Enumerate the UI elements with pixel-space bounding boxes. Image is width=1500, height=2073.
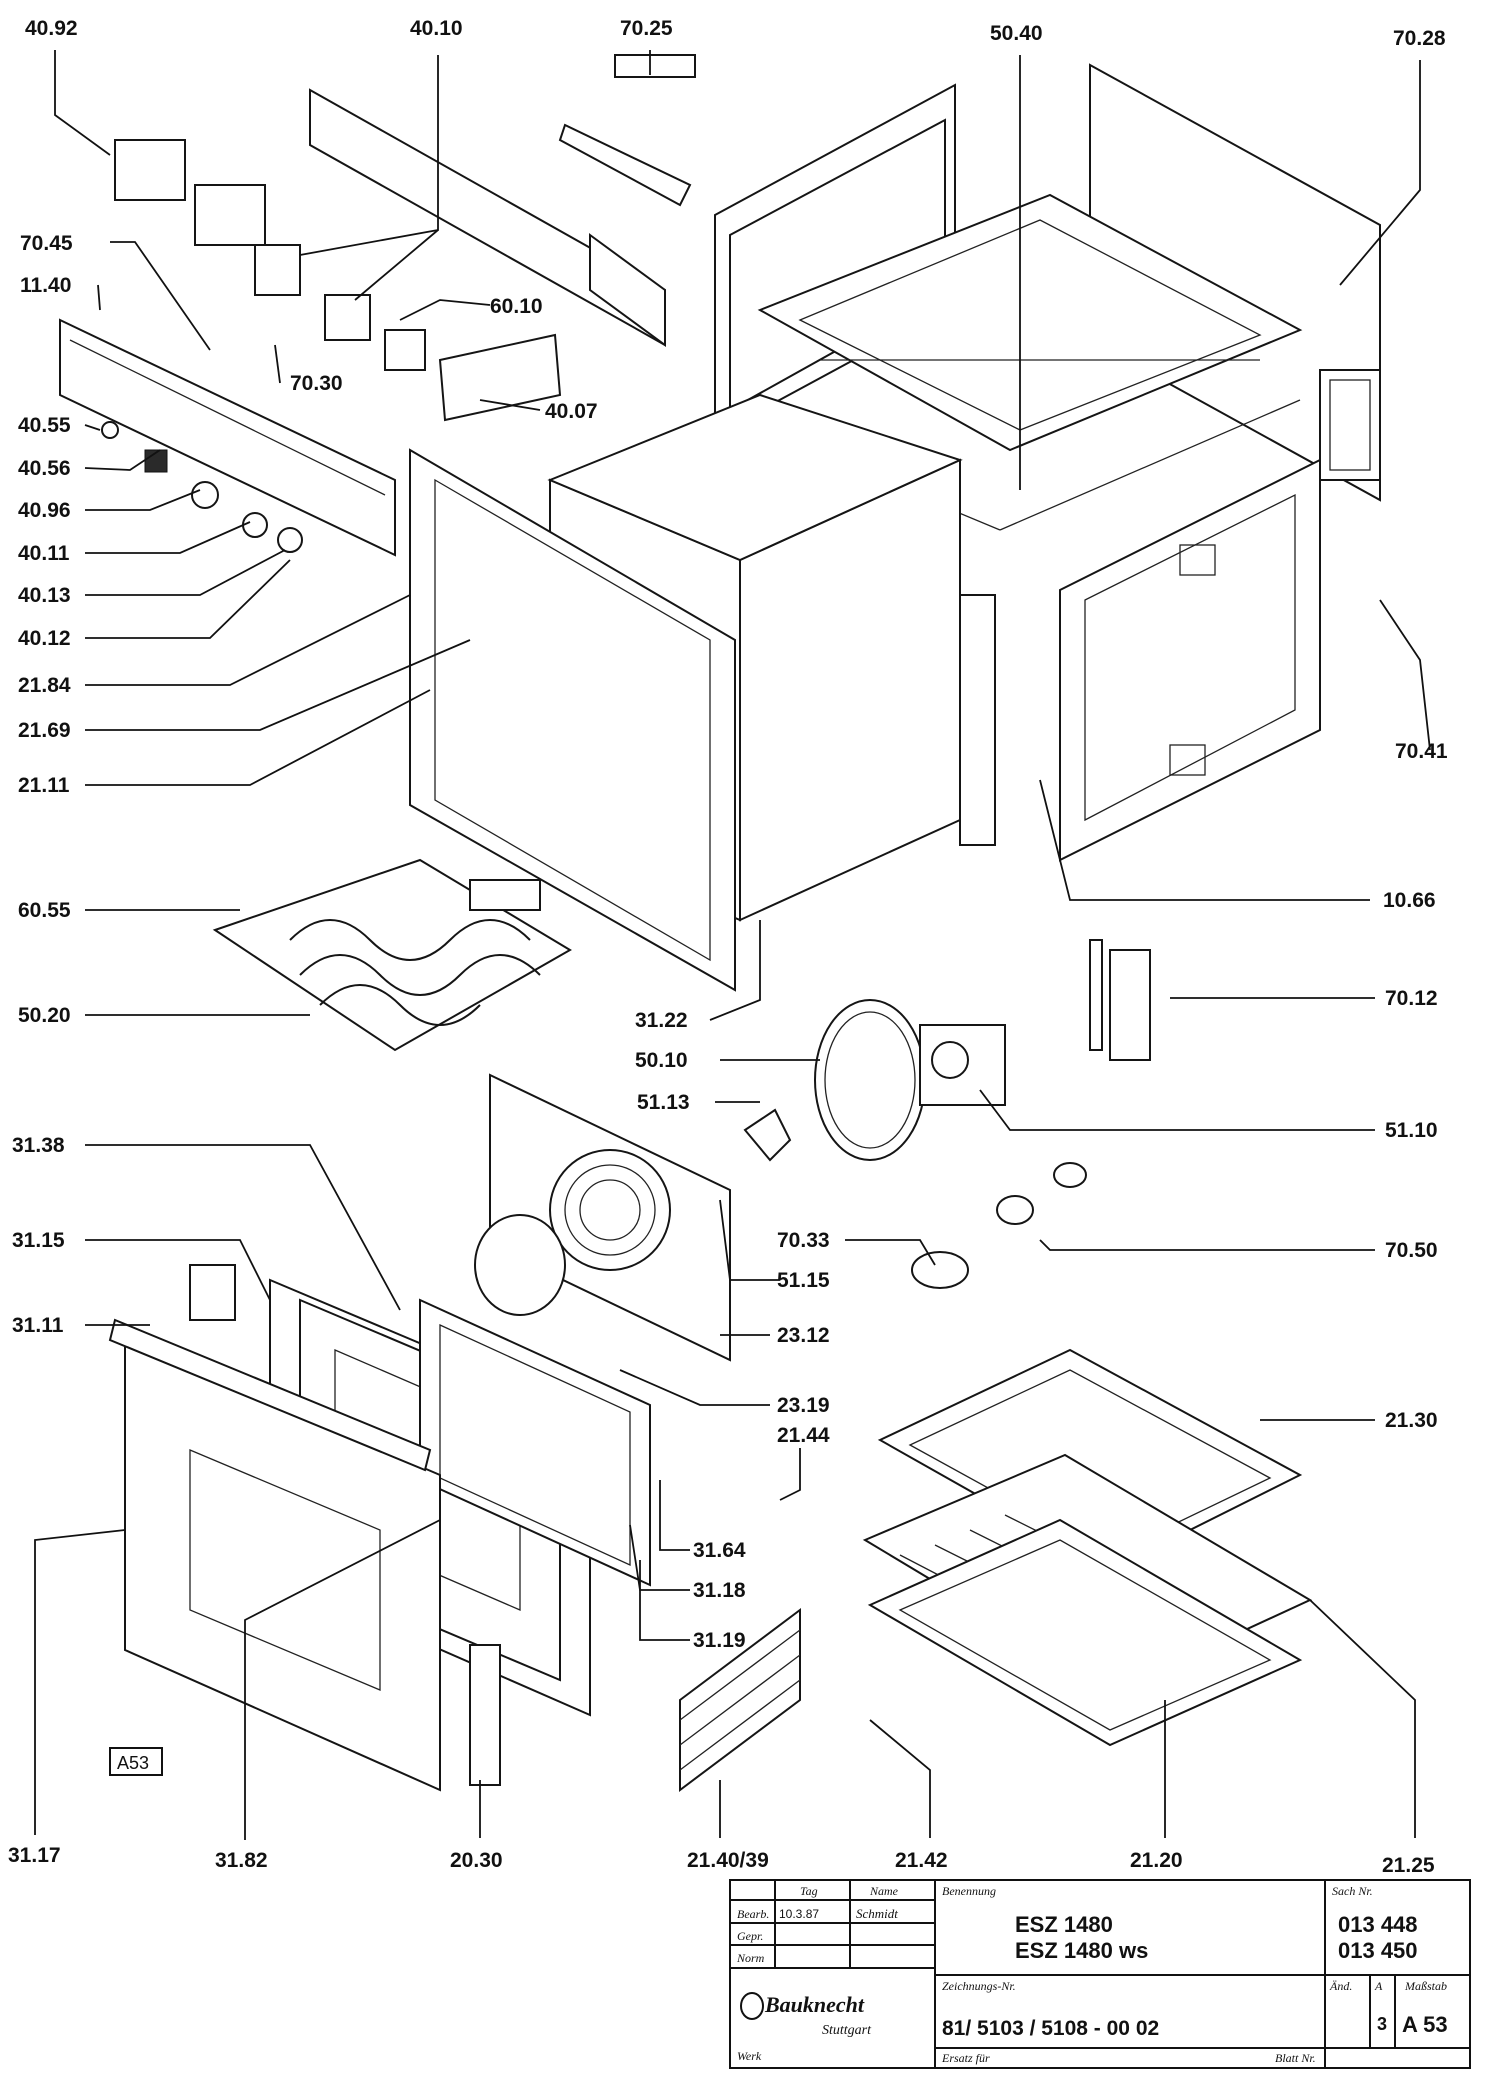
part-label: 50.40 (990, 22, 1043, 45)
switches-drawing (114, 54, 696, 422)
row-gepr: Gepr. (737, 1929, 763, 1943)
heating-element-drawing (212, 858, 572, 1052)
ersatz-label: Ersatz für (941, 2051, 990, 2065)
part-label: 51.10 (1385, 1119, 1438, 1142)
part-label: 40.56 (18, 457, 71, 480)
part-label: 23.12 (777, 1324, 830, 1347)
row-norm: Norm (736, 1951, 765, 1965)
model-1: ESZ 1480 (1015, 1912, 1113, 1937)
part-label: 21.42 (895, 1849, 948, 1872)
part-label: 21.44 (777, 1424, 830, 1447)
part-label: 40.07 (545, 400, 598, 423)
massstab-value: A 53 (1402, 2012, 1448, 2037)
part-labels: 40.92 40.10 70.25 50.40 70.28 70.45 11.4… (8, 17, 1448, 1877)
part-label: 70.12 (1385, 987, 1438, 1010)
part-label: 20.30 (450, 1849, 503, 1872)
part-label: 21.30 (1385, 1409, 1438, 1432)
zeichnungs-nr: 81/ 5103 / 5108 - 00 02 (942, 2017, 1159, 2040)
part-label: 40.13 (18, 584, 71, 607)
part-label: 70.28 (1393, 27, 1446, 50)
zeichnungs-label: Zeichnungs-Nr. (942, 1979, 1016, 1993)
company-logo-mark (740, 1992, 764, 2020)
part-label: 31.22 (635, 1009, 688, 1032)
model-2: ESZ 1480 ws (1015, 1938, 1148, 1963)
bearb-name: Schmidt (856, 1906, 898, 1921)
aend-label: Änd. (1329, 1979, 1352, 1993)
part-label: 70.25 (620, 17, 673, 40)
col-tag: Tag (800, 1884, 818, 1898)
part-label: 60.55 (18, 899, 71, 922)
part-label: 31.15 (12, 1229, 65, 1252)
part-label: 23.19 (777, 1394, 830, 1417)
bearb-date: 10.3.87 (779, 1907, 819, 1921)
part-label: 70.30 (290, 372, 343, 395)
part-label: 40.10 (410, 17, 463, 40)
part-label: 70.41 (1395, 740, 1448, 763)
part-label: 21.20 (1130, 1849, 1183, 1872)
benennung-label: Benennung (942, 1884, 996, 1898)
part-label: 31.19 (693, 1629, 746, 1652)
part-label: 60.10 (490, 295, 543, 318)
part-label: 21.69 (18, 719, 71, 742)
part-label: 50.20 (18, 1004, 71, 1027)
blatt-label: Blatt Nr. (1275, 2051, 1316, 2065)
back-panel-drawing (474, 1073, 731, 1362)
parts-drawing (59, 54, 1381, 1792)
part-label: 40.92 (25, 17, 78, 40)
trays-drawing (679, 1348, 1313, 1792)
part-label: 40.55 (18, 414, 71, 437)
part-label: 31.17 (8, 1844, 61, 1867)
part-label: 11.40 (20, 274, 71, 297)
oven-cavity-drawing (409, 393, 996, 992)
sach-label: Sach Nr. (1332, 1884, 1373, 1898)
a-value: 3 (1377, 2014, 1387, 2034)
company-name: Bauknecht (764, 1992, 865, 2017)
part-label: 40.12 (18, 627, 71, 650)
side-panel-drawing (1059, 458, 1321, 862)
part-label: 31.18 (693, 1579, 746, 1602)
leader-lines (34, 50, 1431, 1840)
sheet-ref-box: A53 (109, 1747, 163, 1776)
part-label: 40.11 (18, 542, 70, 565)
part-label: 50.10 (635, 1049, 688, 1072)
werk-label: Werk (737, 2049, 762, 2063)
part-label: 51.13 (637, 1091, 690, 1114)
row-bearb: Bearb. (737, 1907, 769, 1921)
part-label: 21.25 (1382, 1854, 1435, 1877)
title-block: Tag Name Bearb. Gepr. Norm 10.3.87 Schmi… (729, 1879, 1471, 2069)
door-assembly-drawing (108, 1264, 651, 1792)
part-label: 21.11 (18, 774, 70, 797)
part-label: 51.15 (777, 1269, 830, 1292)
part-label: 31.11 (12, 1314, 64, 1337)
col-name: Name (869, 1884, 899, 1898)
part-label: 31.64 (693, 1539, 746, 1562)
part-label: 70.45 (20, 232, 73, 255)
a-label: A (1374, 1979, 1383, 1993)
part-label: 70.50 (1385, 1239, 1438, 1262)
part-label: 21.84 (18, 674, 71, 697)
part-label: 10.66 (1383, 889, 1436, 912)
part-label: 70.33 (777, 1229, 830, 1252)
sach-number-2: 013 450 (1338, 1938, 1418, 1963)
control-panel-drawing (59, 318, 396, 557)
company-city: Stuttgart (822, 2023, 872, 2038)
sheet-ref-text: A53 (117, 1753, 149, 1773)
massstab-label: Maßstab (1404, 1979, 1447, 1993)
part-label: 31.38 (12, 1134, 65, 1157)
part-label: 40.96 (18, 499, 71, 522)
part-label: 21.40/39 (687, 1849, 769, 1872)
part-label: 31.82 (215, 1849, 268, 1872)
sach-number-1: 013 448 (1338, 1912, 1418, 1937)
fan-assembly-drawing (743, 939, 1151, 1289)
